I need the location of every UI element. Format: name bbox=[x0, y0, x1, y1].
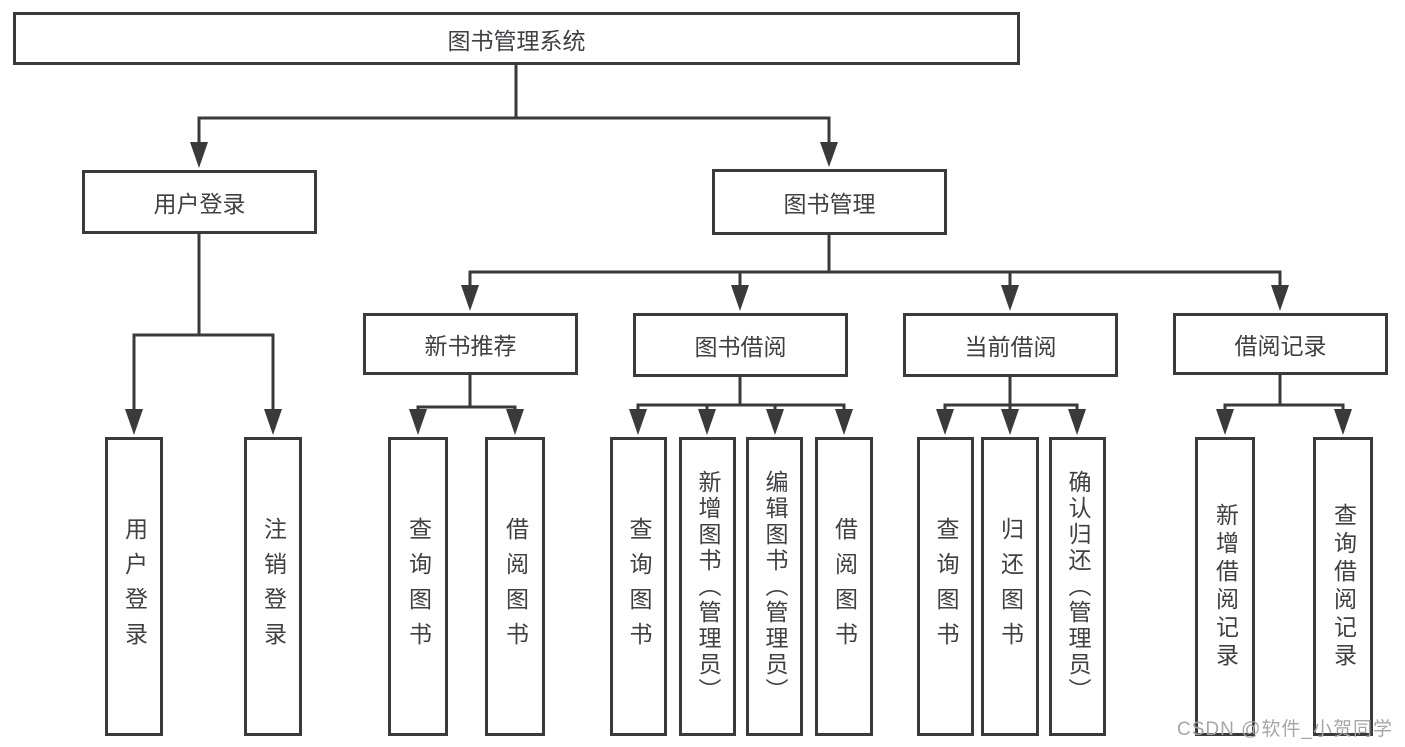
arrowhead bbox=[1001, 409, 1019, 435]
arrowhead bbox=[731, 285, 749, 311]
connector-bookmgmt-to-level3 bbox=[468, 235, 1282, 290]
node-label: 当前借阅 bbox=[964, 334, 1057, 360]
node-label: 图书借阅 bbox=[694, 334, 787, 360]
arrowhead bbox=[125, 409, 143, 435]
node-book-management: 图书管理 bbox=[712, 169, 947, 235]
node-book-borrow: 图书借阅 bbox=[633, 313, 848, 377]
connector-recommend-to-leaves bbox=[416, 375, 517, 414]
arrowhead bbox=[1001, 285, 1019, 311]
node-label: 确认归还（管理员） bbox=[1065, 469, 1091, 704]
node-borrow-records: 借阅记录 bbox=[1173, 313, 1388, 375]
node-label: 新增借阅记录 bbox=[1212, 502, 1239, 671]
leaf-query-books-current: 查询图书 bbox=[917, 437, 974, 736]
arrowhead bbox=[835, 409, 853, 435]
leaf-add-books-admin: 新增图书（管理员） bbox=[679, 437, 736, 736]
arrowhead bbox=[698, 409, 716, 435]
node-label: 查询图书 bbox=[626, 516, 652, 657]
node-root: 图书管理系统 bbox=[13, 12, 1020, 65]
leaf-query-books-recommend: 查询图书 bbox=[388, 437, 448, 736]
arrowhead bbox=[461, 285, 479, 311]
connector-records-to-leaves bbox=[1223, 375, 1345, 414]
connector-current-to-leaves bbox=[943, 377, 1079, 414]
arrowhead bbox=[1216, 409, 1234, 435]
leaf-edit-books-admin: 编辑图书（管理员） bbox=[746, 437, 803, 736]
node-label: 新书推荐 bbox=[424, 333, 517, 359]
node-label: 归还图书 bbox=[997, 516, 1024, 657]
node-label: 新增图书（管理员） bbox=[695, 469, 721, 704]
connector-borrow-to-leaves bbox=[636, 377, 846, 414]
leaf-logout: 注销登录 bbox=[244, 437, 302, 736]
leaf-return-books: 归还图书 bbox=[981, 437, 1039, 736]
leaf-add-borrow-record: 新增借阅记录 bbox=[1195, 437, 1255, 736]
leaf-query-borrow-record: 查询借阅记录 bbox=[1313, 437, 1373, 736]
arrowhead bbox=[629, 409, 647, 435]
leaf-borrow-books-recommend: 借阅图书 bbox=[485, 437, 545, 736]
node-label: 图书管理 bbox=[783, 191, 876, 217]
arrowhead bbox=[820, 142, 838, 167]
leaf-borrow-books: 借阅图书 bbox=[815, 437, 873, 736]
node-label: 用户登录 bbox=[121, 516, 148, 657]
arrowhead bbox=[1068, 409, 1086, 435]
node-label: 编辑图书（管理员） bbox=[762, 469, 788, 704]
connector-root-to-level2 bbox=[197, 65, 831, 147]
node-label: 查询图书 bbox=[405, 516, 432, 657]
node-label: 注销登录 bbox=[260, 516, 287, 657]
node-user-login: 用户登录 bbox=[82, 170, 317, 234]
node-label: 借阅图书 bbox=[502, 516, 529, 657]
csdn-watermark: CSDN @软件_小贺同学 bbox=[1177, 719, 1393, 740]
arrowhead bbox=[1334, 409, 1352, 435]
leaf-query-books-borrow: 查询图书 bbox=[610, 437, 667, 736]
leaf-user-login: 用户登录 bbox=[105, 437, 163, 736]
node-current-borrow: 当前借阅 bbox=[903, 313, 1118, 377]
arrowhead bbox=[264, 409, 282, 435]
node-label: 借阅记录 bbox=[1234, 333, 1327, 359]
node-label: 查询借阅记录 bbox=[1330, 502, 1357, 671]
arrowhead bbox=[506, 409, 524, 435]
arrowhead bbox=[936, 409, 954, 435]
node-label: 查询图书 bbox=[933, 516, 959, 657]
node-label: 借阅图书 bbox=[831, 516, 858, 657]
node-new-book-recommend: 新书推荐 bbox=[363, 313, 578, 375]
arrowhead bbox=[1271, 285, 1289, 311]
connector-login-to-leaves bbox=[132, 233, 275, 414]
arrowhead bbox=[766, 409, 784, 435]
arrowhead bbox=[409, 409, 427, 435]
leaf-confirm-return-admin: 确认归还（管理员） bbox=[1049, 437, 1106, 736]
node-label: 图书管理系统 bbox=[447, 27, 586, 54]
node-label: 用户登录 bbox=[153, 191, 246, 217]
arrowhead bbox=[190, 142, 208, 168]
